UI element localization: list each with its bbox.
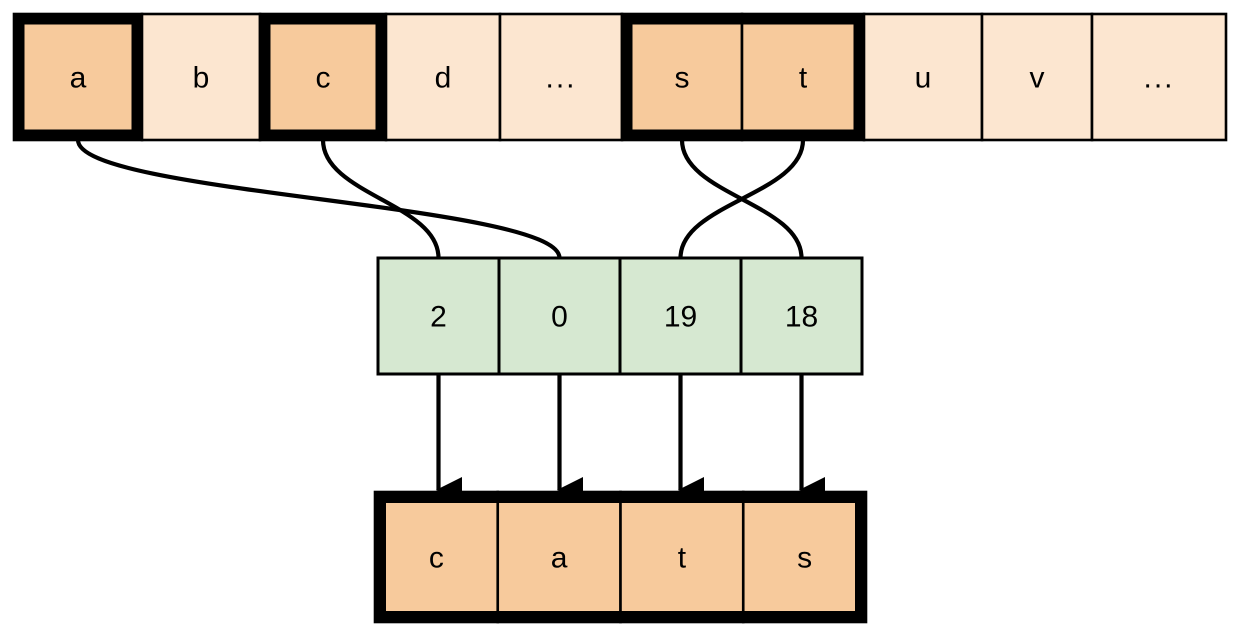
output-cell-box [496, 490, 622, 624]
index-cell-value: 19 [664, 301, 697, 334]
output-cell-a[interactable]: a [496, 490, 622, 624]
cell-label: ... [545, 62, 576, 95]
alphabet-cell-s[interactable]: s [620, 12, 744, 142]
index-cell-1[interactable]: 0 [497, 256, 622, 376]
cell-box [12, 12, 144, 142]
connector-curves [75, 139, 806, 259]
output-cell-label: c [429, 542, 444, 575]
index-cell-box [618, 256, 743, 376]
alphabet-cell-a[interactable]: a [12, 12, 144, 142]
output-cell-box [741, 490, 868, 624]
connector-t-to-19 [678, 139, 806, 259]
cell-box [1090, 12, 1228, 142]
output-cell-label: t [678, 542, 687, 575]
output-cell-box [373, 490, 500, 624]
output-array-outline [375, 492, 866, 622]
cell-label: b [193, 62, 210, 95]
cell-label: u [915, 62, 932, 95]
cell-box [980, 12, 1094, 142]
connector-a-to-0 [75, 139, 562, 259]
index-cell-value: 0 [551, 301, 568, 334]
cell-box [498, 12, 624, 142]
connector-c-to-2 [320, 139, 441, 259]
highlight-outline [621, 13, 865, 141]
alphabet-cell-ellipsis-9[interactable]: ... [1090, 12, 1228, 142]
cell-label: a [70, 62, 87, 95]
index-cell-0[interactable]: 2 [376, 256, 501, 376]
alphabet-cell-t[interactable]: t [740, 12, 866, 142]
cell-label: t [799, 62, 808, 95]
output-cell-t[interactable]: t [619, 490, 745, 624]
index-cell-value: 18 [785, 301, 818, 334]
index-cell-value: 2 [430, 301, 447, 334]
cell-label: c [316, 62, 331, 95]
index-cell-box [739, 256, 864, 376]
cell-box [140, 12, 262, 142]
output-cell-label: a [551, 542, 568, 575]
index-cell-box [376, 256, 501, 376]
cell-label: d [435, 62, 452, 95]
cell-label: ... [1143, 62, 1174, 95]
alphabet-cell-v[interactable]: v [980, 12, 1094, 142]
alphabet-cell-u[interactable]: u [862, 12, 984, 142]
cell-label: s [675, 62, 690, 95]
output-cell-box [619, 490, 745, 624]
alphabet-strip: a b c d... s t u v... [12, 12, 1228, 142]
highlight-outline [13, 13, 143, 141]
alphabet-cell-ellipsis-4[interactable]: ... [498, 12, 624, 142]
output-cell-s[interactable]: s [741, 490, 868, 624]
alphabet-cell-d[interactable]: d [384, 12, 502, 142]
cell-label: v [1030, 62, 1045, 95]
index-to-output-arrows [435, 374, 826, 504]
alphabet-cell-b[interactable]: b [140, 12, 262, 142]
alphabet-cell-c[interactable]: c [258, 12, 388, 142]
index-cell-2[interactable]: 19 [618, 256, 743, 376]
highlight-outline [259, 13, 387, 141]
output-cell-c[interactable]: c [373, 490, 500, 624]
index-cell-3[interactable]: 18 [739, 256, 864, 376]
output-cell-label: s [797, 542, 812, 575]
